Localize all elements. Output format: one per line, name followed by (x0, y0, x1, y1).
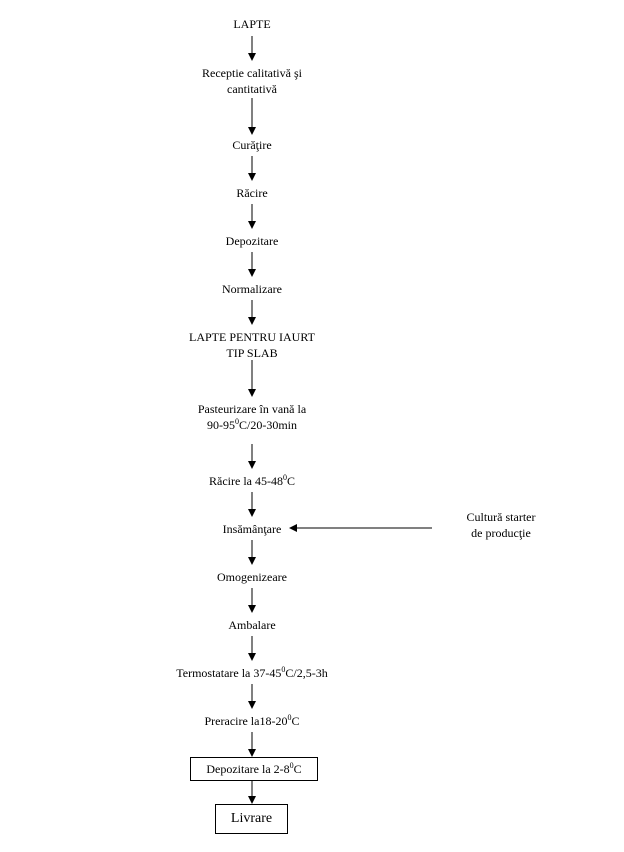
step-normalizare: Normalizare (222, 282, 282, 296)
step-lapte-iaurt: LAPTE PENTRU IAURT TIP SLAB (132, 329, 372, 361)
step-preracire: Preracire la18-200C (204, 713, 300, 729)
step-livrare: Livrare (215, 804, 288, 834)
step-insamantare: Insămânţare (222, 522, 282, 536)
step-depozitare: Depozitare (225, 234, 279, 248)
step-lapte: LAPTE (233, 17, 271, 31)
step-pasteurizare: Pasteurizare în vană la 90-950C/20-30min (132, 401, 372, 433)
step-ambalare: Ambalare (228, 618, 276, 632)
step-lapte-iaurt-line2: TIP SLAB (226, 346, 278, 360)
step-termostatare: Termostatare la 37-450C/2,5-3h (176, 665, 328, 681)
step-racire: Răcire (236, 186, 268, 200)
step-depozitare-2-8: Depozitare la 2-80C (190, 757, 318, 781)
step-omogenizeare: Omogenizeare (217, 570, 287, 584)
step-receptie: Receptie calitativă şi cantitativă (132, 65, 372, 97)
side-input-line1: Cultură starter (466, 510, 536, 524)
step-racire-45: Răcire la 45-480C (209, 473, 295, 489)
step-lapte-iaurt-line1: LAPTE PENTRU IAURT (189, 330, 315, 344)
step-pasteurizare-line2: 90-950C/20-30min (206, 417, 297, 433)
step-pasteurizare-line1: Pasteurizare în vană la (197, 402, 307, 416)
side-input-cultura: Cultură starter de producţie (416, 509, 586, 541)
step-curatire: Curăţire (232, 138, 272, 152)
step-receptie-line2: cantitativă (227, 82, 277, 96)
side-input-line2: de producţie (471, 526, 531, 540)
step-receptie-line1: Receptie calitativă şi (202, 66, 302, 80)
